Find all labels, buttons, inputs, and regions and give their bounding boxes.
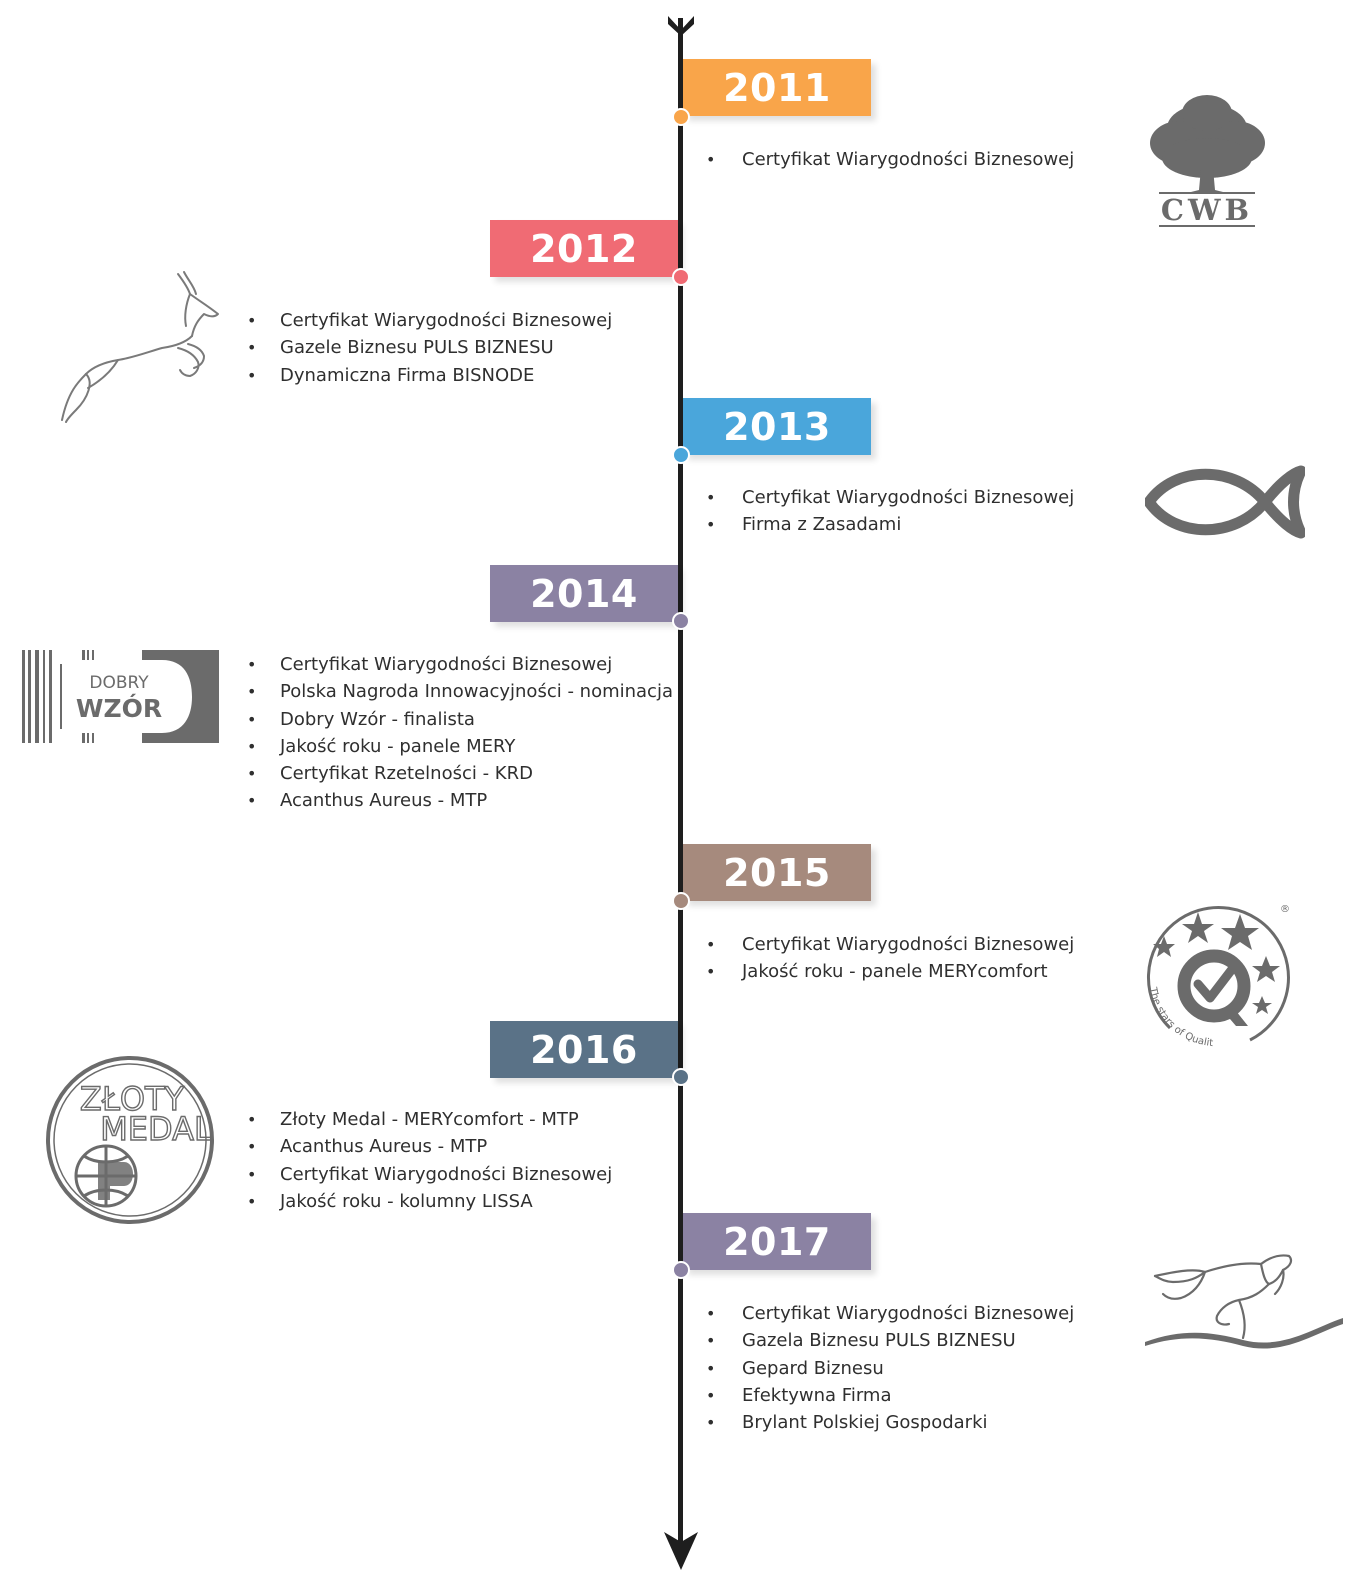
list-item: Złoty Medal - MERYcomfort - MTP	[247, 1106, 612, 1134]
award-list-2013: Certyfikat Wiarygodności Biznesowej Firm…	[706, 484, 1074, 539]
list-item: Gepard Biznesu	[706, 1355, 1074, 1383]
zloty-medal-logo: ZŁOTY MEDAL	[46, 1056, 214, 1224]
dobry-wzor-text-1: DOBRY	[89, 673, 149, 693]
fish-logo	[1145, 465, 1305, 539]
year-label: 2017	[723, 1219, 831, 1264]
zloty-medal-text-1: ZŁOTY	[80, 1080, 185, 1118]
list-item: Dobry Wzór - finalista	[247, 706, 673, 734]
dobry-wzor-logo: DOBRY WZÓR	[22, 650, 219, 743]
award-list-2014: Certyfikat Wiarygodności Biznesowej Pols…	[247, 651, 673, 815]
list-item: Acanthus Aureus - MTP	[247, 1133, 612, 1161]
timeline-dot-2011	[672, 108, 690, 126]
timeline-dot-2013	[672, 446, 690, 464]
list-item: Firma z Zasadami	[706, 511, 1074, 539]
award-list-2015: Certyfikat Wiarygodności Biznesowej Jako…	[706, 931, 1074, 986]
year-label: 2015	[723, 850, 831, 895]
year-label: 2012	[530, 226, 638, 271]
list-item: Certyfikat Wiarygodności Biznesowej	[706, 484, 1074, 512]
list-item: Gazele Biznesu PULS BIZNESU	[247, 334, 612, 362]
year-badge-2011: 2011	[683, 59, 871, 116]
year-badge-2016: 2016	[490, 1021, 678, 1078]
list-item: Dynamiczna Firma BISNODE	[247, 362, 612, 390]
list-item: Certyfikat Wiarygodności Biznesowej	[247, 1161, 612, 1189]
dobry-wzor-text-2: WZÓR	[76, 693, 162, 723]
list-item: Certyfikat Rzetelności - KRD	[247, 760, 673, 788]
timeline-dot-2017	[672, 1261, 690, 1279]
award-list-2012: Certyfikat Wiarygodności Biznesowej Gaze…	[247, 307, 612, 389]
list-item: Jakość roku - panele MERY	[247, 733, 673, 761]
year-label: 2013	[723, 404, 831, 449]
award-list-2011: Certyfikat Wiarygodności Biznesowej	[706, 146, 1074, 174]
cheetah-logo	[1145, 1254, 1343, 1349]
year-badge-2014: 2014	[490, 565, 678, 622]
year-badge-2017: 2017	[683, 1213, 871, 1270]
list-item: Jakość roku - kolumny LISSA	[247, 1188, 612, 1216]
list-item: Efektywna Firma	[706, 1382, 1074, 1410]
axis-arrow-down-icon	[664, 1532, 698, 1570]
list-item: Certyfikat Wiarygodności Biznesowej	[247, 651, 673, 679]
list-item: Jakość roku - panele MERYcomfort	[706, 958, 1074, 986]
gazelle-logo	[61, 271, 219, 423]
axis-top-cap-icon	[668, 16, 694, 36]
year-badge-2013: 2013	[683, 398, 871, 455]
timeline-dot-2012	[672, 268, 690, 286]
list-item: Acanthus Aureus - MTP	[247, 787, 673, 815]
list-item: Certyfikat Wiarygodności Biznesowej	[247, 307, 612, 335]
award-list-2016: Złoty Medal - MERYcomfort - MTP Acanthus…	[247, 1106, 612, 1215]
cwb-logo-text: CWB	[1161, 193, 1253, 227]
list-item: Certyfikat Wiarygodności Biznesowej	[706, 146, 1074, 174]
timeline-dot-2015	[672, 892, 690, 910]
cwb-tree-logo: CWB	[1150, 95, 1265, 227]
timeline-axis	[678, 18, 683, 1546]
list-item: Gazela Biznesu PULS BIZNESU	[706, 1327, 1074, 1355]
year-label: 2014	[530, 571, 638, 616]
list-item: Certyfikat Wiarygodności Biznesowej	[706, 931, 1074, 959]
year-badge-2015: 2015	[683, 844, 871, 901]
zloty-medal-text-2: MEDAL	[100, 1110, 212, 1148]
timeline-dot-2014	[672, 612, 690, 630]
year-badge-2012: 2012	[490, 220, 678, 277]
list-item: Polska Nagroda Innowacyjności - nominacj…	[247, 678, 673, 706]
year-label: 2011	[723, 65, 831, 110]
list-item: Brylant Polskiej Gospodarki	[706, 1409, 1074, 1437]
timeline-dot-2016	[672, 1068, 690, 1086]
registered-mark: ®	[1280, 904, 1290, 915]
award-list-2017: Certyfikat Wiarygodności Biznesowej Gaze…	[706, 1300, 1074, 1437]
stars-of-quality-logo: The stars of Quality ®	[1140, 898, 1290, 1049]
year-label: 2016	[530, 1027, 638, 1072]
list-item: Certyfikat Wiarygodności Biznesowej	[706, 1300, 1074, 1328]
